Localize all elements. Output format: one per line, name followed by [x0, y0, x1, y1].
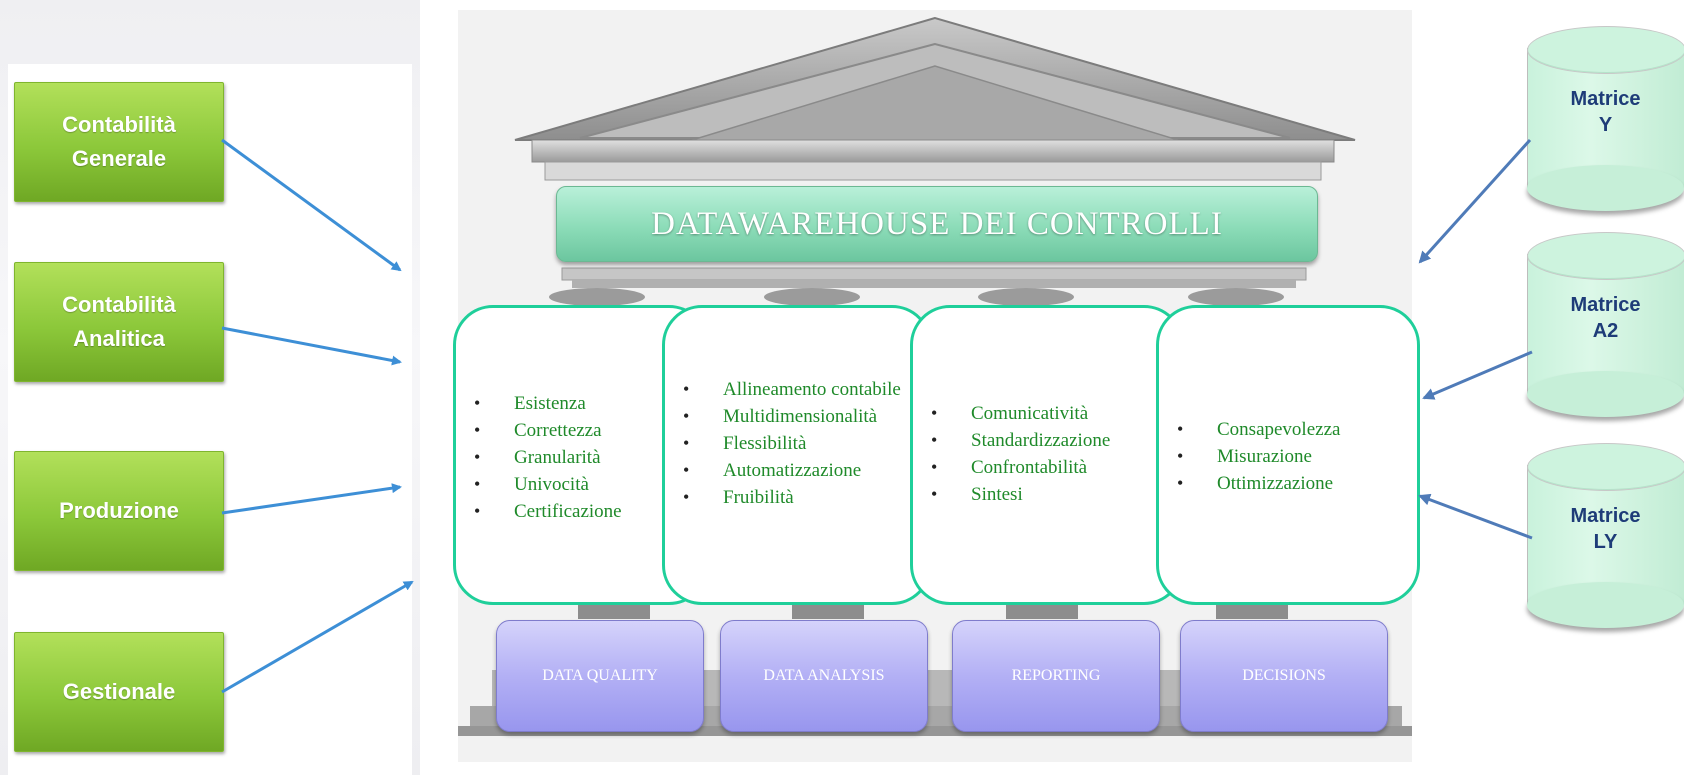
- cylinder-top: [1527, 232, 1684, 280]
- pillar-1-item: Certificazione: [474, 498, 621, 525]
- arrow-gestionale: [221, 580, 414, 694]
- pillar-4-item: Consapevolezza: [1177, 416, 1341, 443]
- pillar-3-item: Comunicatività: [931, 400, 1110, 427]
- column-stub-2: [792, 605, 864, 619]
- pillar-1-list: Esistenza Correttezza Granularità Univoc…: [456, 390, 622, 525]
- pillar-3-item: Confrontabilità: [931, 454, 1110, 481]
- source-gestionale: Gestionale: [14, 632, 224, 752]
- source-contabilita-generale: Contabilità Generale: [14, 82, 224, 202]
- pillar-3-list: Comunicatività Standardizzazione Confron…: [913, 400, 1110, 508]
- base-reporting: REPORTING: [952, 620, 1160, 732]
- arrow-contabilita-analitica: [221, 326, 402, 366]
- pillar-2-item: Multidimensionalità: [683, 403, 943, 430]
- base-data-quality: DATA QUALITY: [496, 620, 704, 732]
- matrix-y-label: Matrice Y: [1570, 88, 1641, 136]
- cylinder-top: [1527, 26, 1684, 74]
- cylinder-bottom: [1527, 582, 1684, 628]
- arrow-contabilita-generale: [221, 138, 402, 272]
- base-decisions: DECISIONS: [1180, 620, 1388, 732]
- datawarehouse-title: DATAWAREHOUSE DEI CONTROLLI: [556, 186, 1318, 262]
- pillar-4-list: Consapevolezza Misurazione Ottimizzazion…: [1159, 416, 1341, 497]
- pillar-2-item: Automatizzazione: [683, 457, 943, 484]
- floor-step-3: [458, 726, 1412, 736]
- arrow-matrice-y: [1418, 138, 1532, 264]
- pillar-2-item: Flessibilità: [683, 430, 943, 457]
- source-contabilita-analitica: Contabilità Analitica: [14, 262, 224, 382]
- pillar-1-item: Granularità: [474, 444, 622, 471]
- matrix-ly-label: Matrice LY: [1570, 505, 1641, 553]
- source-produzione: Produzione: [14, 451, 224, 571]
- matrix-a2-label: Matrice A2: [1570, 294, 1641, 342]
- pillar-reporting: Comunicatività Standardizzazione Confron…: [910, 305, 1184, 605]
- roof-frieze: [544, 161, 1322, 181]
- arrow-matrice-a2: [1422, 350, 1533, 400]
- capital-1: [549, 288, 645, 306]
- pillar-2-item: Allineamento contabile: [683, 376, 943, 403]
- pillar-1-item: Univocità: [474, 471, 622, 498]
- capital-2: [764, 288, 860, 306]
- capital-3: [978, 288, 1074, 306]
- base-data-analysis: DATA ANALYSIS: [720, 620, 928, 732]
- pillar-3-item: Sintesi: [931, 481, 1110, 508]
- arrow-matrice-ly: [1418, 493, 1533, 540]
- arrow-produzione: [221, 483, 402, 515]
- column-stub-1: [578, 605, 650, 619]
- pillar-1-item: Esistenza: [474, 390, 622, 417]
- capital-band-2: [572, 280, 1296, 288]
- pillar-4-item: Misurazione: [1177, 443, 1340, 470]
- pillar-decisions: Consapevolezza Misurazione Ottimizzazion…: [1156, 305, 1420, 605]
- cylinder-bottom: [1527, 371, 1684, 417]
- cylinder-top: [1527, 443, 1684, 491]
- pillar-2-list: Allineamento contabile Multidimensionali…: [665, 376, 943, 511]
- pillar-2-item: Fruibilità: [683, 484, 943, 511]
- pillar-4-item: Ottimizzazione: [1177, 470, 1340, 497]
- column-stub-3: [1006, 605, 1078, 619]
- cylinder-bottom: [1527, 165, 1684, 211]
- column-stub-4: [1216, 605, 1288, 619]
- pillar-1-item: Correttezza: [474, 417, 622, 444]
- pillar-3-item: Standardizzazione: [931, 427, 1110, 454]
- capital-4: [1188, 288, 1284, 306]
